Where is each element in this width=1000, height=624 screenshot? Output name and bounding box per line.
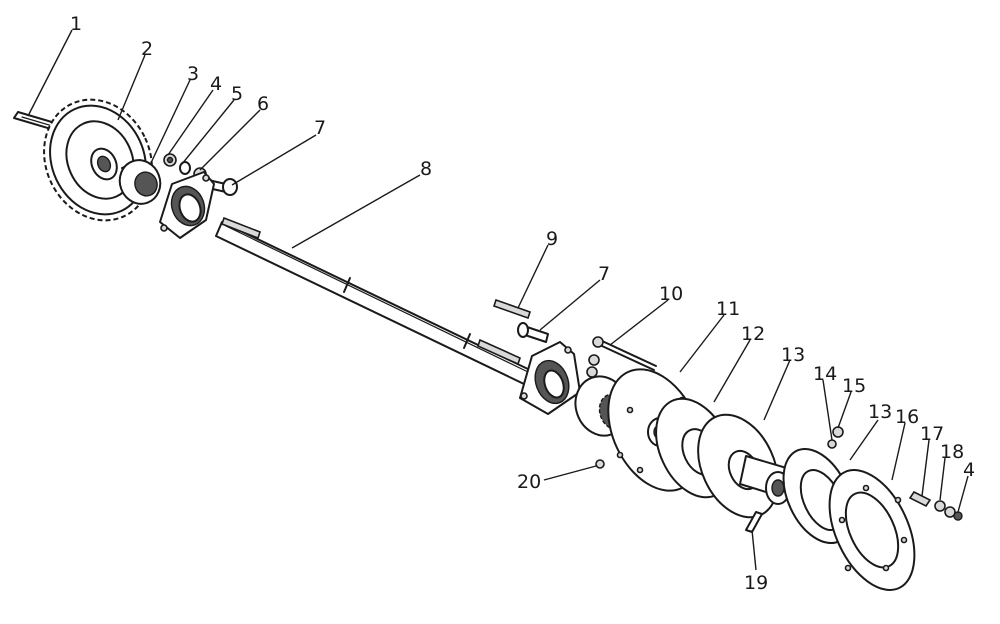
part-4-nut-upper <box>163 153 177 167</box>
part-7-bolt-lower <box>517 322 549 343</box>
label-part-15: 15 <box>842 375 866 397</box>
part-2-sprocket <box>43 98 153 222</box>
part-10-long-bolt <box>592 336 657 371</box>
part-3-collar <box>118 159 162 205</box>
label-part-13b: 13 <box>868 401 892 423</box>
label-part-4: 4 <box>210 73 222 95</box>
label-part-5: 5 <box>231 83 243 105</box>
label-part-2: 2 <box>141 38 153 60</box>
label-part-6: 6 <box>257 93 269 115</box>
part-8-shaft <box>215 216 531 385</box>
label-part-8: 8 <box>420 158 432 180</box>
label-part-1: 1 <box>70 13 82 35</box>
label-part-11: 11 <box>716 298 740 320</box>
label-part-16: 16 <box>895 406 919 428</box>
part-9-key <box>492 298 532 320</box>
part-17-stud <box>908 490 932 508</box>
label-part-19: 19 <box>744 572 768 594</box>
part-20-grease-nipple <box>595 459 605 469</box>
part-15-nut <box>832 426 844 438</box>
part-18-washer <box>934 500 946 512</box>
part-19-bolt <box>745 511 763 533</box>
label-part-14: 14 <box>813 363 837 385</box>
label-part-4b: 4 <box>963 459 975 481</box>
label-part-12: 12 <box>741 323 765 345</box>
label-part-20: 20 <box>517 471 541 493</box>
right-flange-housing <box>519 341 600 415</box>
callout-labels: 1 2 3 4 5 6 7 8 9 7 10 11 12 13 14 15 13… <box>70 13 975 594</box>
label-part-17: 17 <box>920 423 944 445</box>
label-part-7b: 7 <box>598 263 610 285</box>
part-4-nut-lower <box>944 506 963 521</box>
leader-lines <box>27 29 969 571</box>
label-part-7a: 7 <box>314 117 326 139</box>
left-flange-housing <box>159 171 215 239</box>
label-part-9: 9 <box>546 228 558 250</box>
label-part-3: 3 <box>187 63 199 85</box>
label-part-18: 18 <box>940 441 964 463</box>
part-14-pin <box>827 439 837 449</box>
part-5-washer <box>179 161 191 175</box>
part-16-pressure-plate <box>828 469 916 591</box>
label-part-13a: 13 <box>781 344 805 366</box>
label-part-10: 10 <box>659 283 683 305</box>
